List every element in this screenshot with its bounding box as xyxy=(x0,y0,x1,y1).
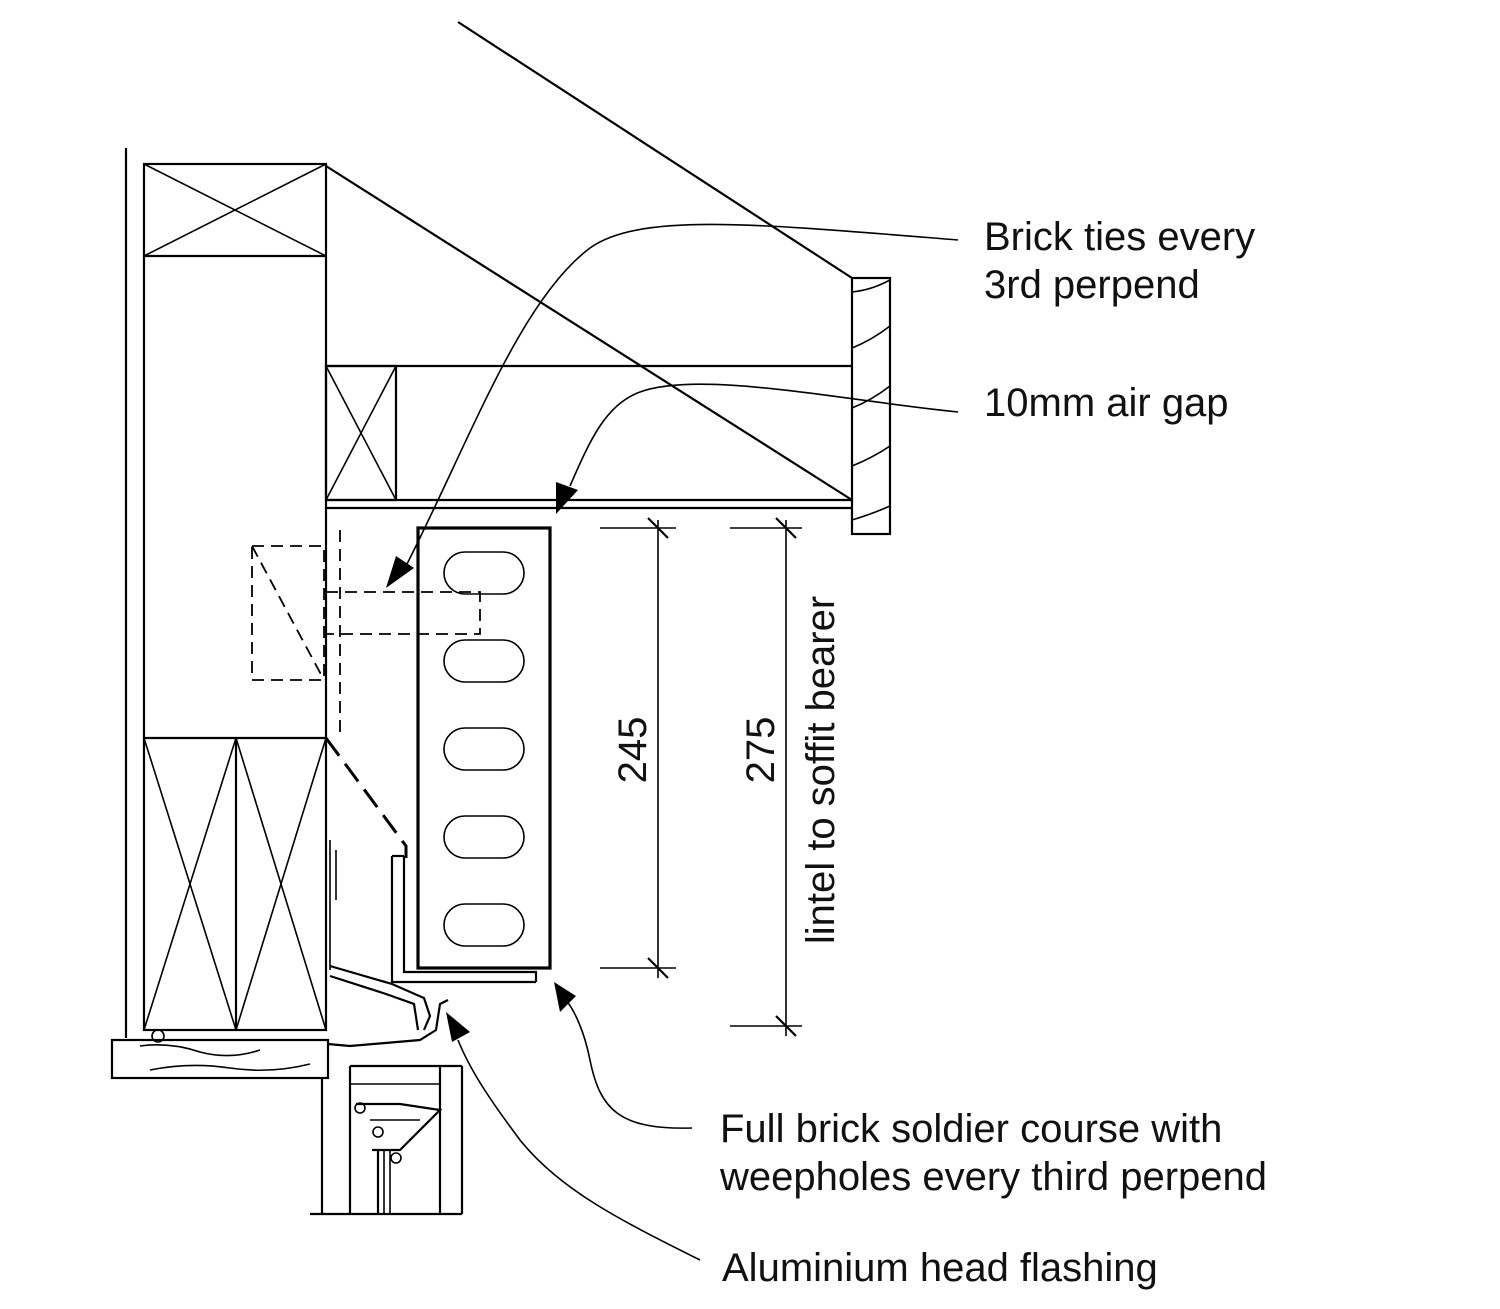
dimension-275-label: 275 xyxy=(739,717,783,784)
brick-soldier-course xyxy=(416,526,552,970)
steel-angle-lintel xyxy=(390,854,538,984)
dimension-245 xyxy=(600,517,676,979)
label-brick-ties: Brick ties every xyxy=(984,215,1255,259)
label-brick-ties-line2: 3rd perpend xyxy=(984,263,1200,307)
window-head-frame xyxy=(110,999,464,1216)
label-soldier-course-line2: weepholes every third perpend xyxy=(719,1155,1267,1199)
dimension-245-label: 245 xyxy=(611,717,655,784)
leader-soldier-course xyxy=(554,982,693,1129)
label-soldier-course: Full brick soldier course with xyxy=(720,1107,1222,1151)
soffit-joist xyxy=(324,364,852,510)
dimension-275-note: lintel to soffit bearer xyxy=(799,596,843,944)
cavity-lines xyxy=(325,508,341,1030)
wall-frame xyxy=(124,148,328,1038)
fascia-board xyxy=(850,276,892,536)
leader-brick-ties xyxy=(386,223,959,588)
damp-proof-course xyxy=(324,737,408,858)
dimension-275 xyxy=(730,517,802,1037)
top-plate xyxy=(143,163,327,257)
rafter-lines xyxy=(325,21,853,501)
leader-head-flashing xyxy=(446,1012,701,1261)
leader-air-gap xyxy=(556,383,959,514)
lintel-timbers xyxy=(143,737,327,1031)
label-head-flashing: Aluminium head flashing xyxy=(722,1246,1158,1290)
brick-tie xyxy=(251,545,481,681)
label-air-gap: 10mm air gap xyxy=(984,381,1229,425)
head-flashing-profile xyxy=(329,840,432,1031)
